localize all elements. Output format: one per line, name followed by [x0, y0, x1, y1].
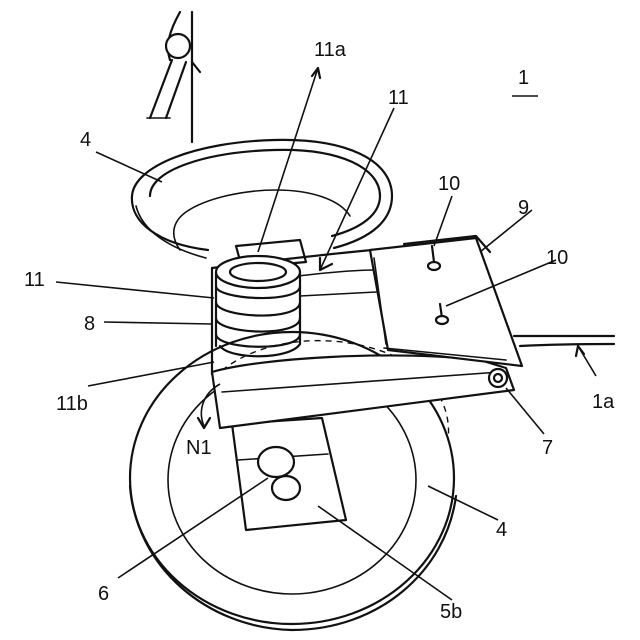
coil-spring-8 — [216, 256, 300, 356]
label-10-upper: 10 — [438, 173, 460, 195]
label-5b: 5b — [440, 601, 462, 623]
label-11b: 11b — [56, 393, 88, 415]
label-11-upper: 11 — [388, 87, 409, 109]
label-11a: 11a — [314, 39, 347, 61]
figure-number-text: 1 — [518, 67, 529, 89]
pivot-7 — [489, 369, 507, 387]
label-1a: 1a — [592, 391, 615, 413]
label-n1: N1 — [186, 437, 212, 459]
label-4-lower: 4 — [496, 519, 507, 541]
frame-1a — [514, 336, 614, 376]
reference-labels: 11a 11 4 10 9 10 11 8 11b N1 1a 7 4 6 5b — [24, 39, 615, 623]
label-4-upper: 4 — [80, 129, 91, 151]
label-6: 6 — [98, 583, 109, 605]
figure-number: 1 — [512, 67, 538, 96]
label-7: 7 — [542, 437, 553, 459]
label-11-left: 11 — [24, 269, 45, 291]
frame-post — [147, 12, 200, 142]
label-10-lower: 10 — [546, 247, 568, 269]
label-8: 8 — [84, 313, 95, 335]
label-9: 9 — [518, 197, 529, 219]
